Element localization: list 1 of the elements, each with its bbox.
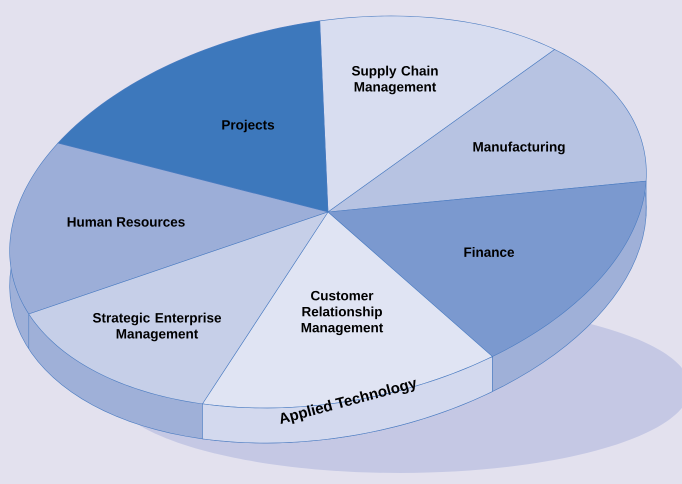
pie-slice: Projects [57,20,328,212]
